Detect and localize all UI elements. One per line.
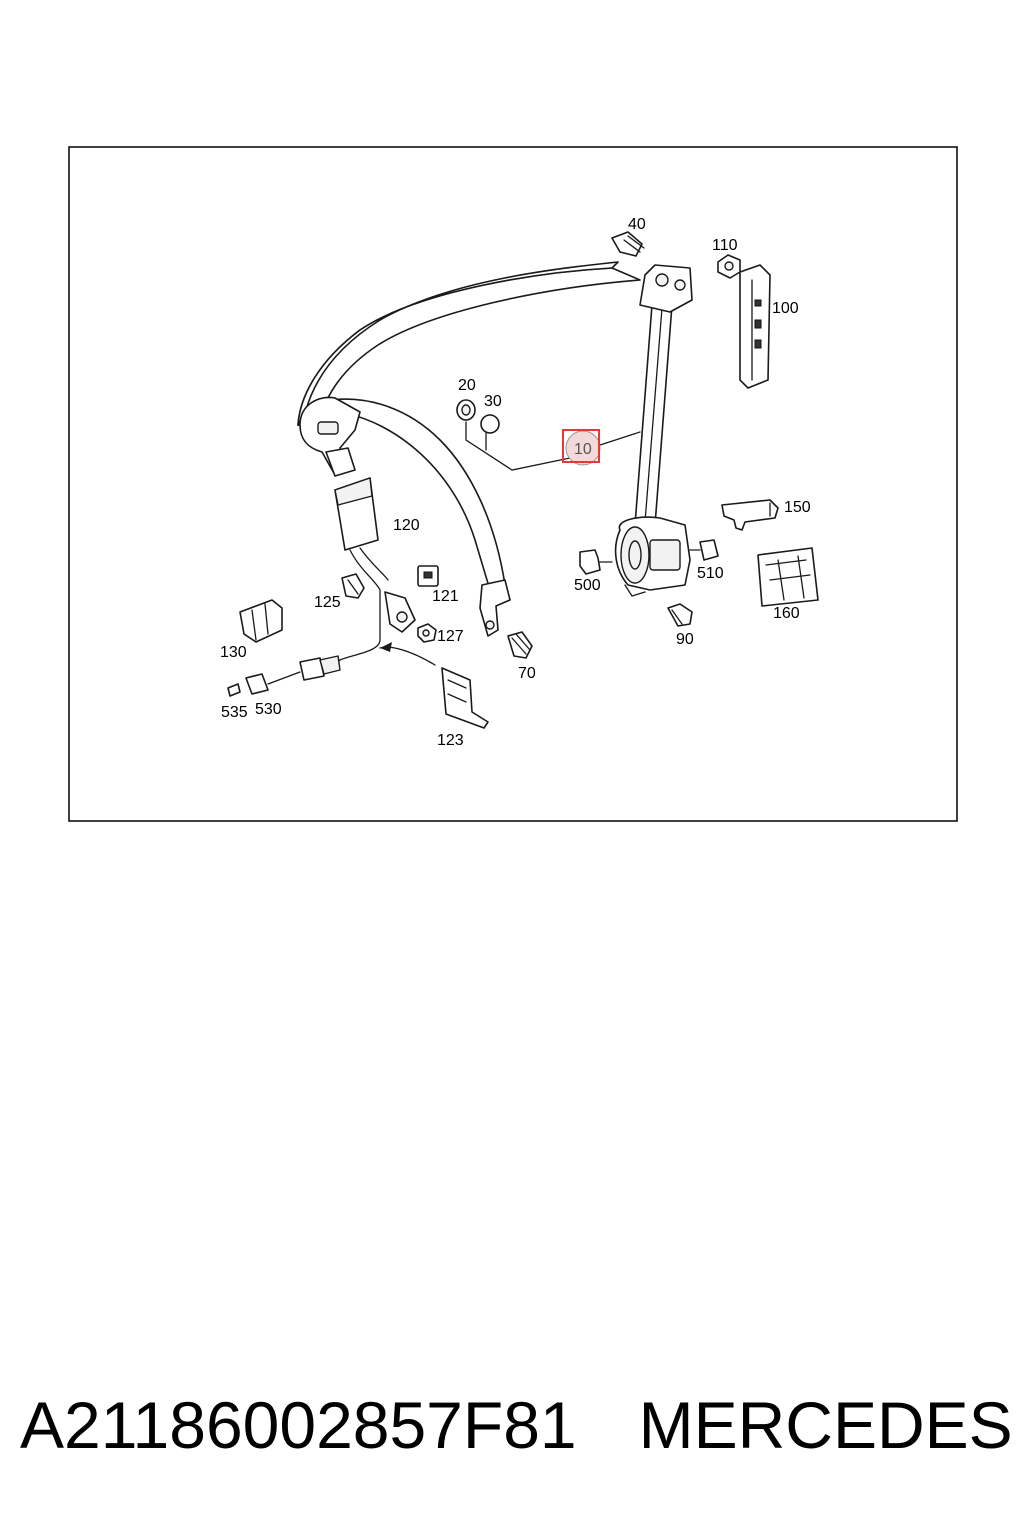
label-130: 130 — [220, 644, 247, 661]
part-510-clip — [689, 539, 719, 561]
label-110: 110 — [712, 237, 738, 254]
part-40-bolt — [611, 231, 645, 257]
retractor-unit — [614, 516, 691, 597]
leader-lines-10 — [465, 421, 641, 471]
label-30: 30 — [484, 393, 502, 410]
part-70-bolt — [507, 631, 533, 659]
label-10: 10 — [574, 441, 592, 458]
label-150: 150 — [784, 499, 811, 516]
upper-anchor — [639, 264, 693, 313]
label-20: 20 — [458, 377, 476, 394]
label-40: 40 — [628, 216, 646, 233]
part-10-highlight-box — [562, 429, 600, 463]
brand-name: MERCEDES — [638, 1388, 1013, 1462]
part-20-grommet — [456, 399, 476, 421]
label-125: 125 — [314, 594, 341, 611]
diagram-frame — [68, 146, 958, 822]
label-121: 121 — [432, 588, 459, 605]
part-121-clip — [417, 565, 439, 587]
wire-connector — [267, 655, 341, 685]
part-160-cover — [757, 547, 819, 607]
part-caption: A21186002857F81 MERCEDES — [20, 1380, 1013, 1470]
part-90-bolt — [667, 603, 693, 627]
part-number: A21186002857F81 — [20, 1388, 577, 1462]
part-500-clip — [579, 549, 613, 575]
part-535-pin — [227, 683, 241, 697]
part-530-sleeve — [245, 673, 269, 695]
part-125-bolt — [341, 573, 365, 599]
part-labels: 40 110 100 20 30 10 150 120 500 510 121 … — [220, 216, 811, 749]
label-100: 100 — [772, 300, 799, 317]
label-530: 530 — [255, 701, 282, 718]
label-510: 510 — [697, 565, 724, 582]
belt-guide — [299, 396, 361, 477]
label-500: 500 — [574, 577, 601, 594]
label-90: 90 — [676, 631, 694, 648]
label-120: 120 — [393, 517, 420, 534]
part-123-bracket — [379, 642, 489, 729]
label-127: 127 — [437, 628, 464, 645]
label-123: 123 — [437, 732, 464, 749]
part-130-cover — [239, 599, 283, 643]
part-120-buckle — [334, 477, 416, 661]
part-10-highlight[interactable] — [562, 429, 601, 466]
label-535: 535 — [221, 704, 248, 721]
part-100-height-adjuster — [739, 264, 771, 389]
lower-anchor — [479, 579, 511, 637]
label-70: 70 — [518, 665, 536, 682]
part-127-nut — [417, 623, 437, 643]
retractor-column — [634, 304, 673, 526]
part-150-bracket — [721, 499, 779, 531]
part-110-nut — [717, 254, 741, 279]
label-160: 160 — [773, 605, 800, 622]
part-30-cap — [480, 414, 500, 434]
